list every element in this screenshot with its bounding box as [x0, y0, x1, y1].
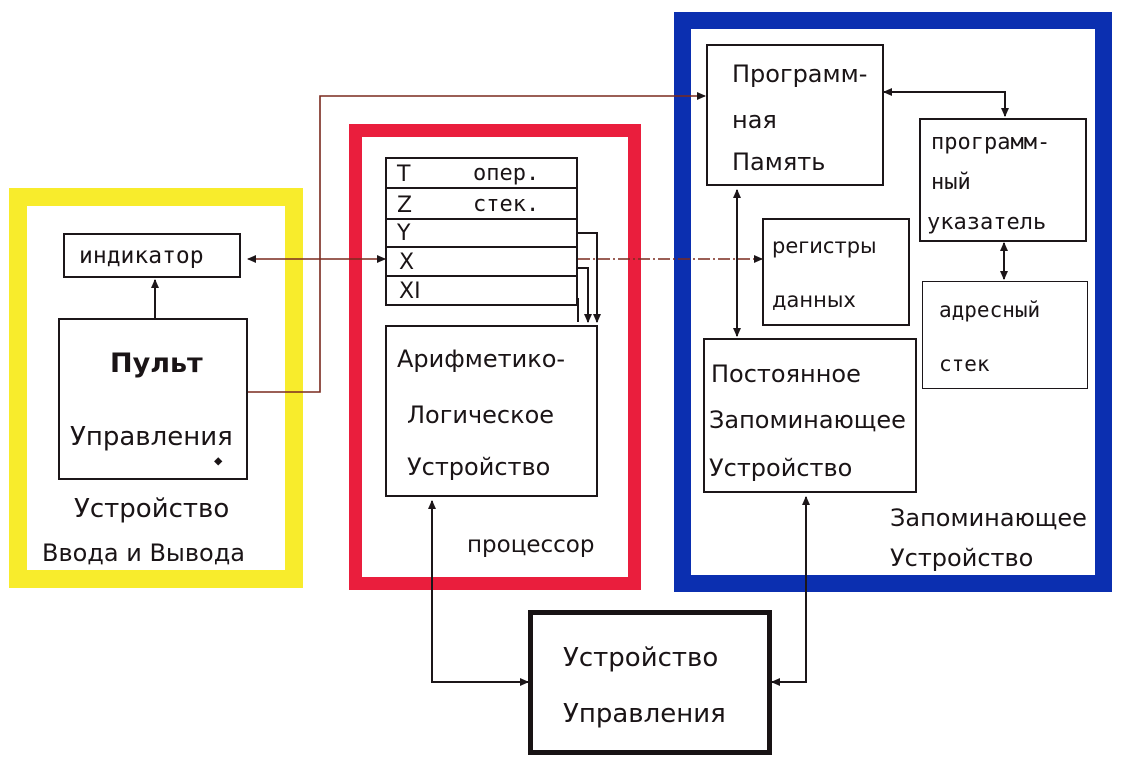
control-panel-line-2: Управления	[70, 422, 233, 452]
register-x-name: X	[399, 250, 415, 275]
io-unit-frame	[9, 188, 303, 588]
program-memory-line-2: ная	[732, 106, 777, 134]
indicator-box: индикатор	[63, 233, 241, 278]
indicator-label: индикатор	[79, 243, 204, 269]
wire-y-to-alu	[578, 232, 601, 323]
program-pointer-line-2: ный	[931, 170, 971, 195]
program-pointer-line-1: программ-	[931, 130, 1051, 155]
processor-label: процессор	[467, 532, 595, 558]
data-registers-box: регистры данных	[762, 218, 910, 326]
program-memory-box: Программ- ная Память	[706, 44, 884, 186]
program-memory-line-1: Программ-	[732, 60, 868, 88]
register-z-name: Z	[397, 193, 413, 218]
memory-unit-frame	[674, 12, 1112, 592]
io-unit-title-line-2: Ввода и Вывода	[42, 539, 245, 567]
address-stack-line-1: адресный	[939, 298, 1041, 322]
address-stack-box: адресный стек	[922, 281, 1088, 389]
register-z-desc: стек.	[473, 192, 540, 217]
wire-control-to-alu	[428, 500, 529, 686]
memory-unit-title-line-2: Устройство	[890, 544, 1034, 572]
rom-line-1: Постоянное	[711, 360, 861, 388]
register-xi-name: XI	[399, 279, 421, 304]
register-xi: XI	[385, 275, 578, 306]
control-panel-line-1: Пульт	[110, 348, 203, 379]
control-unit-line-1: Устройство	[563, 643, 719, 673]
register-stack: T опер. Z стек. Y X XI	[385, 157, 578, 307]
register-t-desc: опер.	[473, 161, 540, 186]
register-z: Z стек.	[385, 187, 578, 220]
alu-line-2: Логическое	[407, 401, 555, 429]
register-y: Y	[385, 218, 578, 248]
register-x: X	[385, 246, 578, 277]
wire-memory-to-pointer	[883, 88, 1009, 117]
control-panel-mark: ◆	[214, 453, 223, 469]
wire-panel-to-program-memory	[247, 92, 706, 393]
control-unit-line-2: Управления	[563, 699, 726, 729]
wire-x-to-alu	[578, 267, 592, 323]
rom-line-3: Устройство	[709, 454, 853, 482]
address-stack-line-2: стек	[939, 352, 990, 376]
io-unit-title-line-1: Устройство	[74, 494, 230, 524]
control-panel-box: Пульт Управления ◆	[58, 318, 248, 480]
program-pointer-line-3: указатель	[927, 210, 1047, 235]
wire-control-to-rom	[771, 496, 810, 686]
register-y-name: Y	[397, 221, 411, 246]
program-memory-line-3: Память	[732, 148, 826, 176]
rom-line-2: Запоминающее	[709, 406, 906, 434]
memory-unit-title-line-1: Запоминающее	[890, 504, 1087, 532]
data-registers-line-2: данных	[772, 288, 856, 312]
alu-line-1: Арифметико-	[397, 345, 566, 373]
register-t-name: T	[397, 162, 411, 187]
control-unit-box: Устройство Управления	[528, 610, 772, 755]
program-pointer-box: программ- ный указатель	[919, 118, 1087, 242]
rom-box: Постоянное Запоминающее Устройство	[703, 338, 917, 493]
alu-line-3: Устройство	[407, 453, 551, 481]
alu-box: Арифметико- Логическое Устройство	[385, 325, 598, 497]
register-t: T опер.	[385, 157, 578, 189]
data-registers-line-1: регистры	[772, 234, 877, 258]
